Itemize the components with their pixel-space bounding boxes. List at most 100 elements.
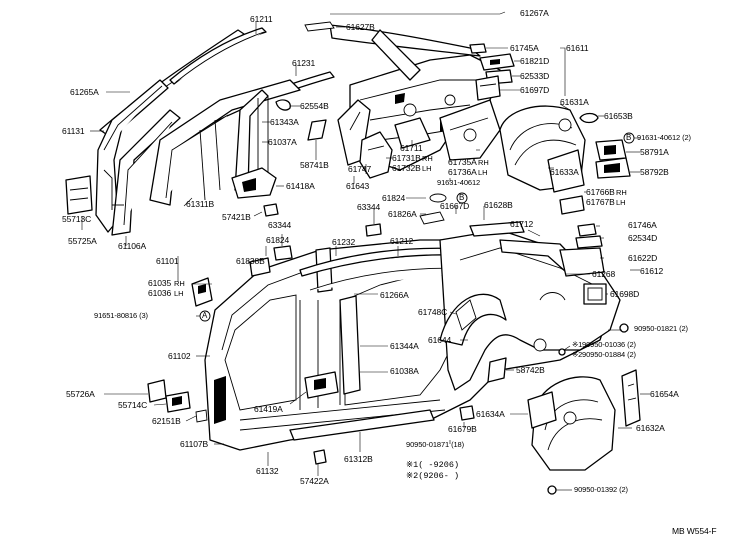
footnote-2: ※2(9206- ) bbox=[406, 471, 459, 482]
label-61653B: 61653B bbox=[604, 111, 633, 121]
label-61712: 61712 bbox=[510, 219, 534, 229]
label-61343A: 61343A bbox=[270, 117, 299, 127]
label-90950-01871-18: 90950-01871 (18) bbox=[406, 440, 465, 449]
label-61232: 61232 bbox=[332, 237, 356, 247]
suffix-lh-61036: LH bbox=[174, 289, 184, 298]
bracket-61821D bbox=[479, 53, 515, 71]
drawing-code: MB W554-F bbox=[672, 526, 717, 536]
footnote-1: ※1( -9206) bbox=[406, 460, 459, 471]
gusset-61654A bbox=[621, 369, 641, 427]
front-pillar-61131 bbox=[95, 79, 169, 233]
label-61106A: 61106A bbox=[118, 241, 147, 251]
bracket-62534D bbox=[575, 235, 603, 249]
label-61212: 61212 bbox=[390, 236, 414, 246]
label-61767B: 61767B bbox=[586, 197, 615, 207]
reinforcement-61628B bbox=[469, 221, 525, 237]
bolt-90950-01821 bbox=[619, 323, 629, 333]
bracket-61731B bbox=[394, 117, 431, 149]
mudguard-58792B bbox=[595, 157, 631, 179]
label-90950-01036-2: 90950-01036 (2) bbox=[582, 340, 636, 349]
label-61311B: 61311B bbox=[186, 199, 215, 209]
label-61627B: 61627B bbox=[346, 22, 375, 32]
reinforcement-61419A bbox=[304, 371, 339, 399]
label-55713C: 55713C bbox=[62, 214, 92, 224]
label-62533D: 62533D bbox=[520, 71, 550, 81]
label-61268: 61268 bbox=[592, 269, 616, 279]
label-61038A: 61038A bbox=[390, 366, 419, 376]
bracket-61735A bbox=[439, 99, 501, 161]
label-58792B: 58792B bbox=[640, 167, 669, 177]
bolt-90950-01036 bbox=[558, 348, 566, 356]
clip-57422A bbox=[313, 449, 327, 465]
ref-circle-b-right: B bbox=[626, 133, 632, 142]
bracket-61622D bbox=[559, 247, 605, 277]
label-61132: 61132 bbox=[256, 466, 279, 476]
suffix-lh-61767B: LH bbox=[616, 198, 626, 207]
label-61745A: 61745A bbox=[510, 43, 539, 53]
label-57421B: 57421B bbox=[222, 212, 251, 222]
label-61766B: 61766B bbox=[586, 187, 615, 197]
bracket-55713C bbox=[65, 175, 93, 215]
label-61644: 61644 bbox=[428, 335, 452, 345]
label-55714C: 55714C bbox=[118, 400, 148, 410]
bolt-90950-01392 bbox=[547, 485, 557, 495]
bracket-55714C bbox=[165, 391, 191, 413]
label-91631-40612: 91631-40612 bbox=[437, 178, 481, 187]
label-61634A: 61634A bbox=[476, 409, 505, 419]
footnote-1-text: ( -9206) bbox=[418, 460, 460, 470]
label-90950-01884-2: 90950-01884 (2) bbox=[582, 350, 636, 359]
suffix-rh-61731B: RH bbox=[422, 154, 433, 163]
ref-circle-group bbox=[199, 132, 635, 322]
seal-61748C bbox=[455, 299, 477, 331]
pad-58741B bbox=[307, 119, 327, 141]
label-55726A: 55726A bbox=[66, 389, 95, 399]
label-61131: 61131 bbox=[62, 126, 85, 136]
seal-61826A bbox=[419, 211, 445, 225]
label-61611: 61611 bbox=[566, 43, 589, 53]
ref-circle-b-center: B bbox=[459, 193, 465, 202]
label-61711: 61711 bbox=[400, 143, 423, 153]
label-63344-upper: 63344 bbox=[357, 202, 381, 212]
retainer-62554B bbox=[275, 99, 291, 111]
label-63344-lower: 63344 bbox=[268, 220, 292, 230]
label-61419A: 61419A bbox=[254, 404, 283, 414]
label-62554B: 62554B bbox=[300, 101, 329, 111]
label-55725A: 55725A bbox=[68, 236, 97, 246]
suffix-lh-61732B: LH bbox=[422, 164, 432, 173]
clip-61679B bbox=[459, 405, 475, 421]
plate-61627B bbox=[304, 21, 335, 32]
rear-pillar-61611 bbox=[329, 24, 481, 81]
label-61344A: 61344A bbox=[390, 341, 419, 351]
label-58742B: 58742B bbox=[516, 365, 545, 375]
label-61267A: 61267A bbox=[520, 8, 549, 18]
label-61821D: 61821D bbox=[520, 56, 550, 66]
label-61824-upper: 61824 bbox=[382, 193, 406, 203]
label-61101: 61101 bbox=[156, 256, 179, 266]
housing-61634A bbox=[527, 391, 557, 429]
clip-61745A bbox=[469, 43, 487, 54]
bracket-61035 bbox=[191, 277, 213, 307]
pad-63344 bbox=[273, 223, 382, 261]
label-61628B: 61628B bbox=[484, 200, 513, 210]
label-61654A: 61654A bbox=[650, 389, 679, 399]
label-58791A: 58791A bbox=[640, 147, 669, 157]
housing-61633A bbox=[547, 149, 585, 193]
suffix-rh-61035: RH bbox=[174, 279, 185, 288]
mudguard-58791A bbox=[595, 139, 627, 161]
label-57422A: 57422A bbox=[300, 476, 329, 486]
rocker-61312B bbox=[289, 409, 435, 441]
label-58741B: 58741B bbox=[300, 160, 329, 170]
fuel-lid-61698D bbox=[583, 283, 607, 305]
label-61633A: 61633A bbox=[550, 167, 579, 177]
label-61697D: 61697D bbox=[520, 85, 550, 95]
label-91651-80816-3: 91651-80816 (3) bbox=[94, 311, 148, 320]
label-61622D: 61622D bbox=[628, 253, 658, 263]
bracket-61838B bbox=[249, 257, 271, 277]
label-61826A: 61826A bbox=[388, 209, 417, 219]
bracket-55726A bbox=[147, 379, 167, 403]
label-61667D: 61667D bbox=[440, 201, 470, 211]
seal-61653B bbox=[579, 112, 599, 124]
bracket-61697D bbox=[475, 75, 501, 101]
label-61731B: 61731B bbox=[392, 153, 421, 163]
label-61732B: 61732B bbox=[392, 163, 421, 173]
